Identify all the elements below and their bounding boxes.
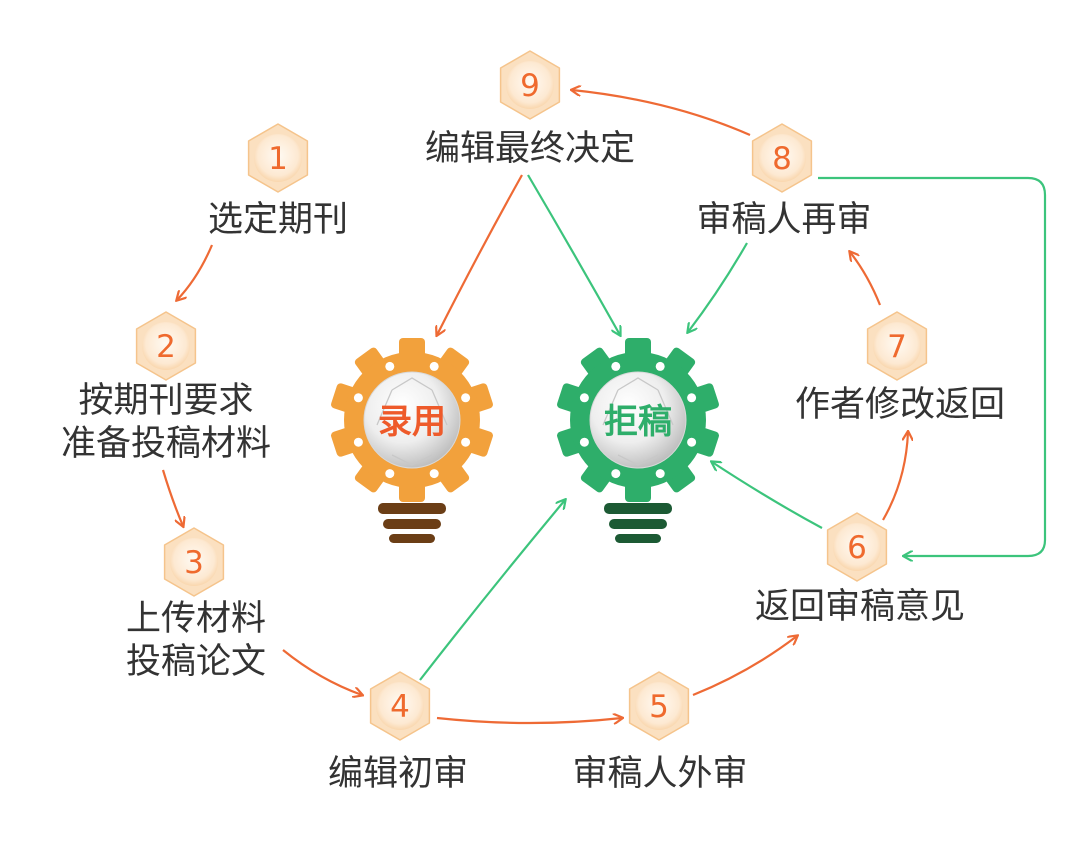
step-badge-3: 3 — [163, 527, 225, 597]
orange-arrows — [161, 90, 908, 723]
step-label-6-line-1: 返回审稿意见 — [754, 587, 965, 627]
step-label-1-line-1: 选定期刊 — [207, 200, 348, 240]
step-label-7: 作者修改返回 — [760, 384, 1040, 427]
flow-arrow-8-reject — [688, 242, 748, 332]
reject-label: 拒稿 — [604, 402, 672, 442]
green-arrows — [419, 174, 1047, 681]
step-badge-5: 5 — [628, 671, 690, 741]
step-number-1: 1 — [268, 141, 288, 177]
step-label-4-line-1: 编辑初审 — [327, 754, 468, 794]
flow-arrow-9-reject — [527, 174, 620, 335]
step-label-8-line-1: 审稿人再审 — [696, 200, 872, 240]
step-badges: 1 2 3 4 5 6 7 8 9 — [135, 50, 928, 741]
step-badge-8: 8 — [751, 123, 813, 193]
flow-arrow-1-2 — [177, 244, 214, 300]
step-label-6: 返回审稿意见 — [720, 586, 1000, 629]
step-label-7-line-1: 作者修改返回 — [794, 385, 1005, 425]
flow-arrow-6-7 — [882, 432, 908, 521]
step-number-6: 6 — [847, 530, 867, 566]
flow-arrow-5-6 — [692, 636, 797, 697]
step-number-7: 7 — [887, 329, 907, 365]
flow-arrow-3-4 — [282, 649, 362, 695]
flow-arrow-4-5 — [436, 718, 622, 723]
accept-bulb: 录用 — [331, 338, 493, 543]
step-label-5: 审稿人外审 — [540, 753, 780, 796]
step-label-3-line-1: 上传材料 — [125, 599, 266, 639]
step-number-9: 9 — [520, 68, 540, 104]
lightbulb-gear-icon — [557, 338, 719, 543]
step-badge-1: 1 — [247, 123, 309, 193]
lightbulb-gear-icon — [331, 338, 493, 543]
flow-arrow-6-reject — [712, 462, 823, 529]
step-label-9-line-1: 编辑最终决定 — [424, 129, 635, 169]
step-label-8: 审稿人再审 — [664, 199, 904, 242]
flow-arrow-8-9 — [572, 90, 751, 137]
step-number-2: 2 — [156, 329, 176, 365]
flow-arrow-8-6 — [818, 176, 1047, 556]
step-label-5-line-1: 审稿人外审 — [572, 754, 748, 794]
step-badge-7: 7 — [866, 311, 928, 381]
step-label-4: 编辑初审 — [298, 753, 498, 796]
step-label-2-line-1: 按期刊要求 — [78, 381, 254, 421]
flow-arrow-7-8 — [850, 252, 882, 306]
step-label-2-line-2: 准备投稿材料 — [60, 424, 271, 464]
flow-arrow-2-3 — [161, 469, 183, 526]
step-label-3-line-2: 投稿论文 — [125, 642, 266, 682]
step-label-3: 上传材料 投稿论文 — [96, 598, 296, 684]
step-badge-4: 4 — [369, 671, 431, 741]
step-number-5: 5 — [649, 689, 669, 725]
step-badge-2: 2 — [135, 311, 197, 381]
step-badge-6: 6 — [826, 512, 888, 582]
step-number-8: 8 — [772, 141, 792, 177]
step-label-2: 按期刊要求 准备投稿材料 — [26, 380, 306, 466]
step-number-3: 3 — [184, 545, 204, 581]
step-number-4: 4 — [390, 689, 410, 725]
step-label-9: 编辑最终决定 — [390, 128, 670, 171]
reject-bulb: 拒稿 — [557, 338, 719, 543]
flow-arrow-4-reject — [419, 500, 565, 681]
flow-arrow-9-accept — [437, 174, 523, 335]
step-label-1: 选定期刊 — [178, 199, 378, 242]
step-badge-9: 9 — [499, 50, 561, 120]
accept-label: 录用 — [378, 402, 446, 442]
